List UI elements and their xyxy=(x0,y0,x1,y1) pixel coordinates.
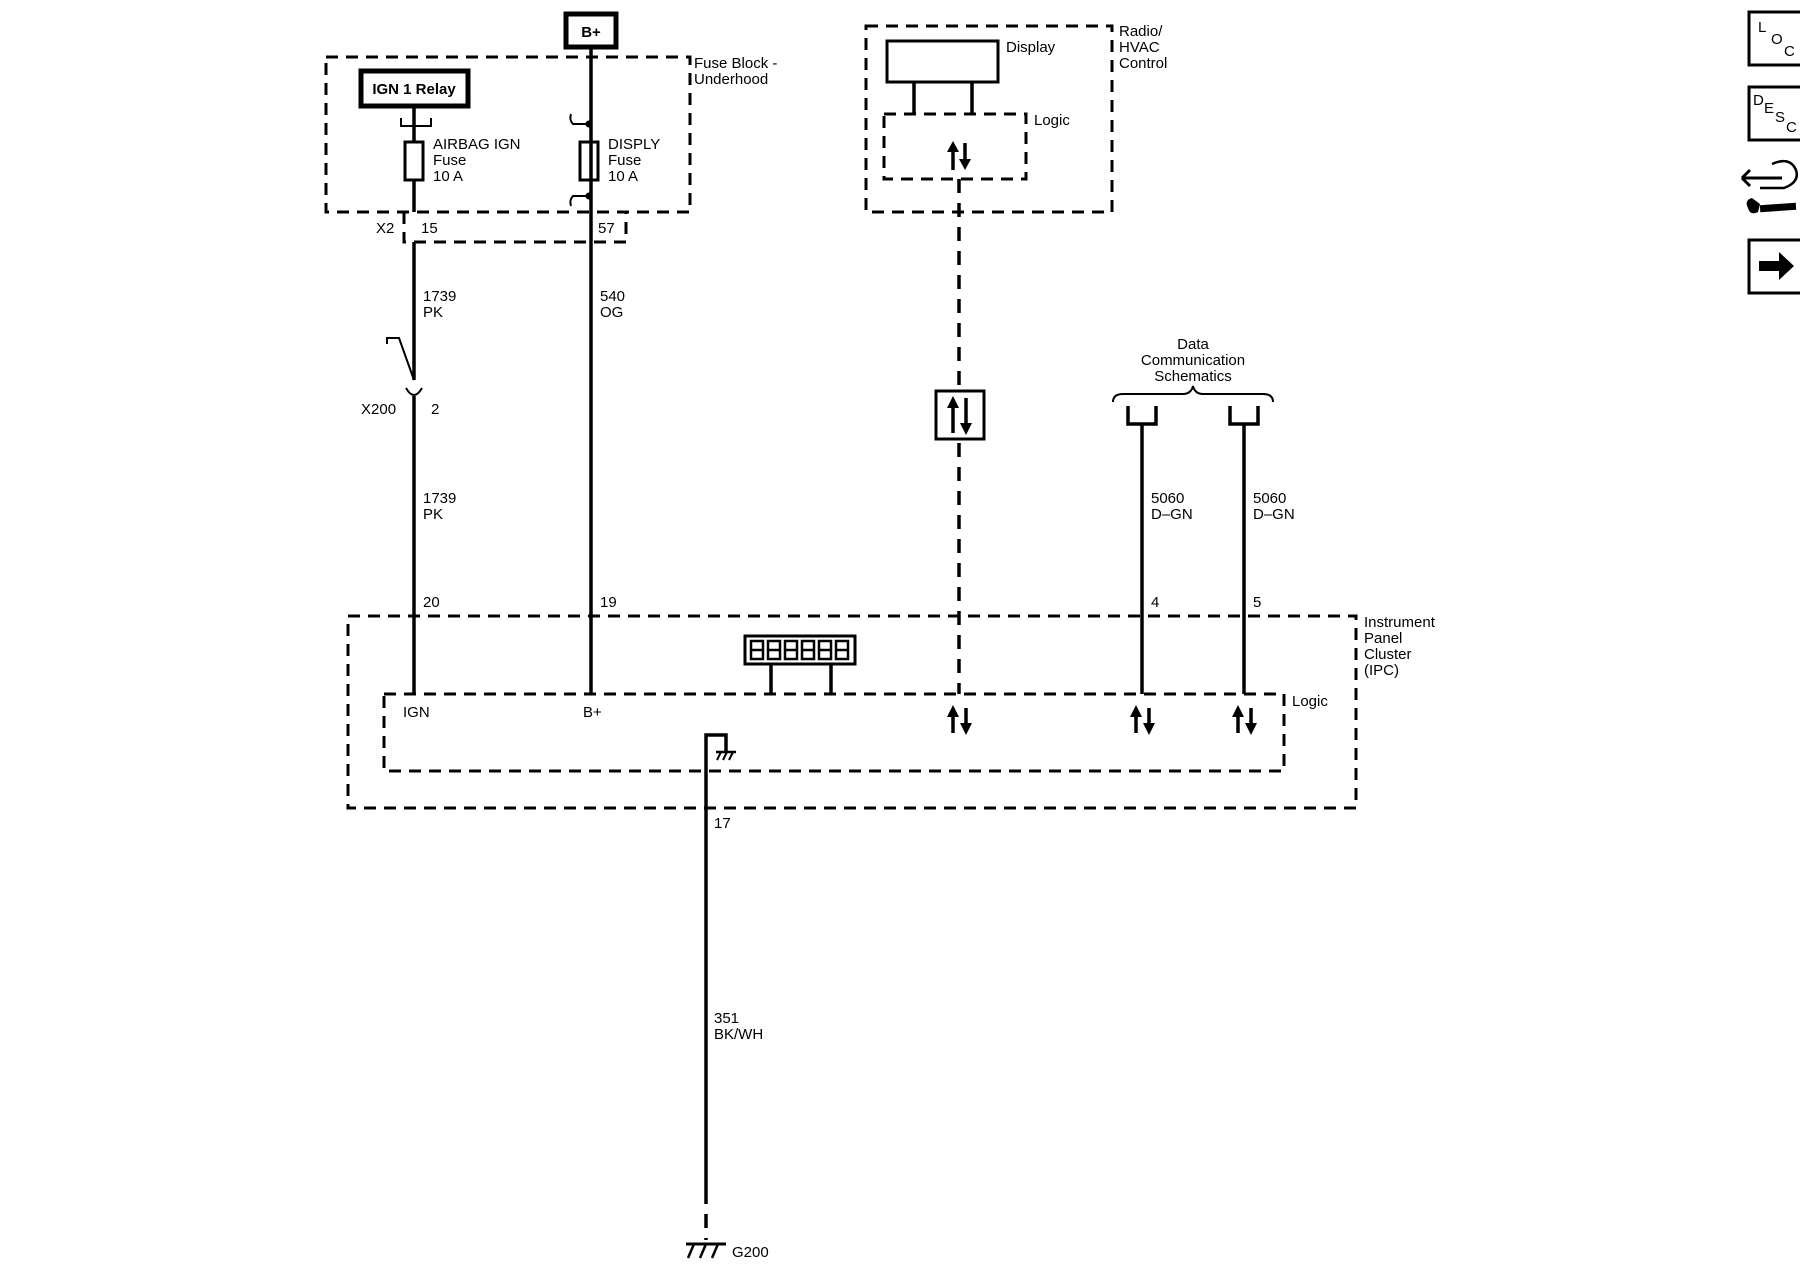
battery-bplus-label: B+ xyxy=(581,24,601,41)
location-button[interactable]: L O C xyxy=(1747,10,1800,67)
next-page-button[interactable] xyxy=(1747,238,1800,295)
fuse1-type: Fuse xyxy=(433,152,466,169)
ipc-ign-label: IGN xyxy=(403,704,430,721)
radio-display-label: Display xyxy=(1006,39,1056,56)
desc-letter-c: C xyxy=(1786,119,1797,136)
fuse2-rating: 10 A xyxy=(608,168,638,185)
wire-1739-upper-color: PK xyxy=(423,304,443,321)
loc-letter-c: C xyxy=(1784,43,1795,60)
wire-351-color: BK/WH xyxy=(714,1026,763,1043)
ipc-logic-label: Logic xyxy=(1292,693,1328,710)
serial-arrows-2 xyxy=(1130,705,1155,735)
desc-letter-d: D xyxy=(1753,92,1764,109)
radio-logic-outline xyxy=(882,112,1028,181)
data-comm-line1: Data xyxy=(1177,336,1209,353)
fuse1-rating: 10 A xyxy=(433,168,463,185)
ipc-pin-20: 20 xyxy=(423,594,440,611)
wire-351-circuit: 351 xyxy=(714,1010,739,1027)
ipc-title-4: (IPC) xyxy=(1364,662,1399,679)
fuse-block-underhood: Fuse Block - Underhood IGN 1 Relay AIRBA… xyxy=(324,55,777,244)
radio-outline xyxy=(864,24,1114,214)
ipc-title-3: Cluster xyxy=(1364,646,1412,663)
chassis-ground-icon xyxy=(716,750,736,761)
ipc-title-1: Instrument xyxy=(1364,614,1436,631)
wire-1739-upper-circuit: 1739 xyxy=(423,288,456,305)
connector-x2-label: X2 xyxy=(376,220,394,237)
ipc-pin-5: 5 xyxy=(1253,594,1261,611)
disply-fuse-icon xyxy=(578,140,600,182)
airbag-ign-fuse-icon xyxy=(403,140,425,182)
wire-5060-a-color: D–GN xyxy=(1151,506,1193,523)
ign1-relay-label: IGN 1 Relay xyxy=(372,81,456,98)
radio-logic-label: Logic xyxy=(1034,112,1070,129)
battery-bplus-box xyxy=(563,11,619,50)
ipc-bplus-label: B+ xyxy=(583,704,602,721)
loc-letter-l: L xyxy=(1758,19,1766,36)
data-comm-bracket xyxy=(1112,385,1274,403)
ipc-logic-outline xyxy=(382,692,1286,773)
wire-5060-a-circuit: 5060 xyxy=(1151,490,1184,507)
connector-x2-outline xyxy=(402,212,628,244)
wire-540-color: OG xyxy=(600,304,623,321)
description-button[interactable]: D E S C xyxy=(1747,85,1800,142)
splice-hook-bottom xyxy=(569,195,589,207)
fuse1-name: AIRBAG IGN xyxy=(433,136,521,153)
pin-57-label: 57 xyxy=(598,220,615,237)
ipc-pin-19: 19 xyxy=(600,594,617,611)
wire-540-circuit: 540 xyxy=(600,288,625,305)
ipc-outline xyxy=(346,614,1358,810)
wire-5060-b-circuit: 5060 xyxy=(1253,490,1286,507)
fuse2-type: Fuse xyxy=(608,152,641,169)
service-procedure-icon[interactable] xyxy=(1740,159,1798,214)
radio-title-1: Radio/ xyxy=(1119,23,1163,40)
data-comm-line2: Communication xyxy=(1141,352,1245,369)
radio-title-2: HVAC xyxy=(1119,39,1160,56)
relay-contact xyxy=(400,118,432,127)
serial-data-box xyxy=(934,389,986,441)
radio-title-3: Control xyxy=(1119,55,1167,72)
serial-arrows-1 xyxy=(947,705,972,735)
splice-hook-top xyxy=(569,113,589,125)
data-comm-line3: Schematics xyxy=(1154,368,1232,385)
seven-segment-digits xyxy=(749,639,850,661)
fuse2-name: DISPLY xyxy=(608,136,660,153)
ipc-pin-4: 4 xyxy=(1151,594,1159,611)
wire-switch-hook xyxy=(386,337,415,381)
fuse-block-title-2: Underhood xyxy=(694,71,768,88)
data-comm-connector-a xyxy=(1126,406,1158,426)
ipc-internal-ground-wire xyxy=(704,733,728,1190)
x200-pin-label: 2 xyxy=(431,401,439,418)
wire-1739-lower-circuit: 1739 xyxy=(423,490,456,507)
wire-5060-b-color: D–GN xyxy=(1253,506,1295,523)
loc-letter-o: O xyxy=(1771,31,1783,48)
ground-g200-label: G200 xyxy=(732,1244,769,1261)
fuse-block-outline xyxy=(324,55,692,214)
instrument-panel-cluster: Instrument Panel Cluster (IPC) 20 19 4 5 xyxy=(346,594,1436,1190)
radio-display-icon xyxy=(885,39,1000,84)
wire-1739-lower-color: PK xyxy=(423,506,443,523)
desc-letter-e: E xyxy=(1764,100,1774,117)
arrow-right-icon xyxy=(1759,252,1794,280)
desc-letter-s: S xyxy=(1775,109,1785,126)
x200-connector-symbol xyxy=(405,387,423,396)
x200-label: X200 xyxy=(361,401,396,418)
ipc-title-2: Panel xyxy=(1364,630,1402,647)
radio-hvac-control: Radio/ HVAC Control Display Logic xyxy=(864,23,1167,214)
ipc-pin-17: 17 xyxy=(714,815,731,832)
fuse-block-title-1: Fuse Block - xyxy=(694,55,777,72)
serial-arrows-3 xyxy=(1232,705,1257,735)
pin-15-label: 15 xyxy=(421,220,438,237)
data-comm-connector-b xyxy=(1228,406,1260,426)
ground-g200-icon xyxy=(686,1242,726,1259)
